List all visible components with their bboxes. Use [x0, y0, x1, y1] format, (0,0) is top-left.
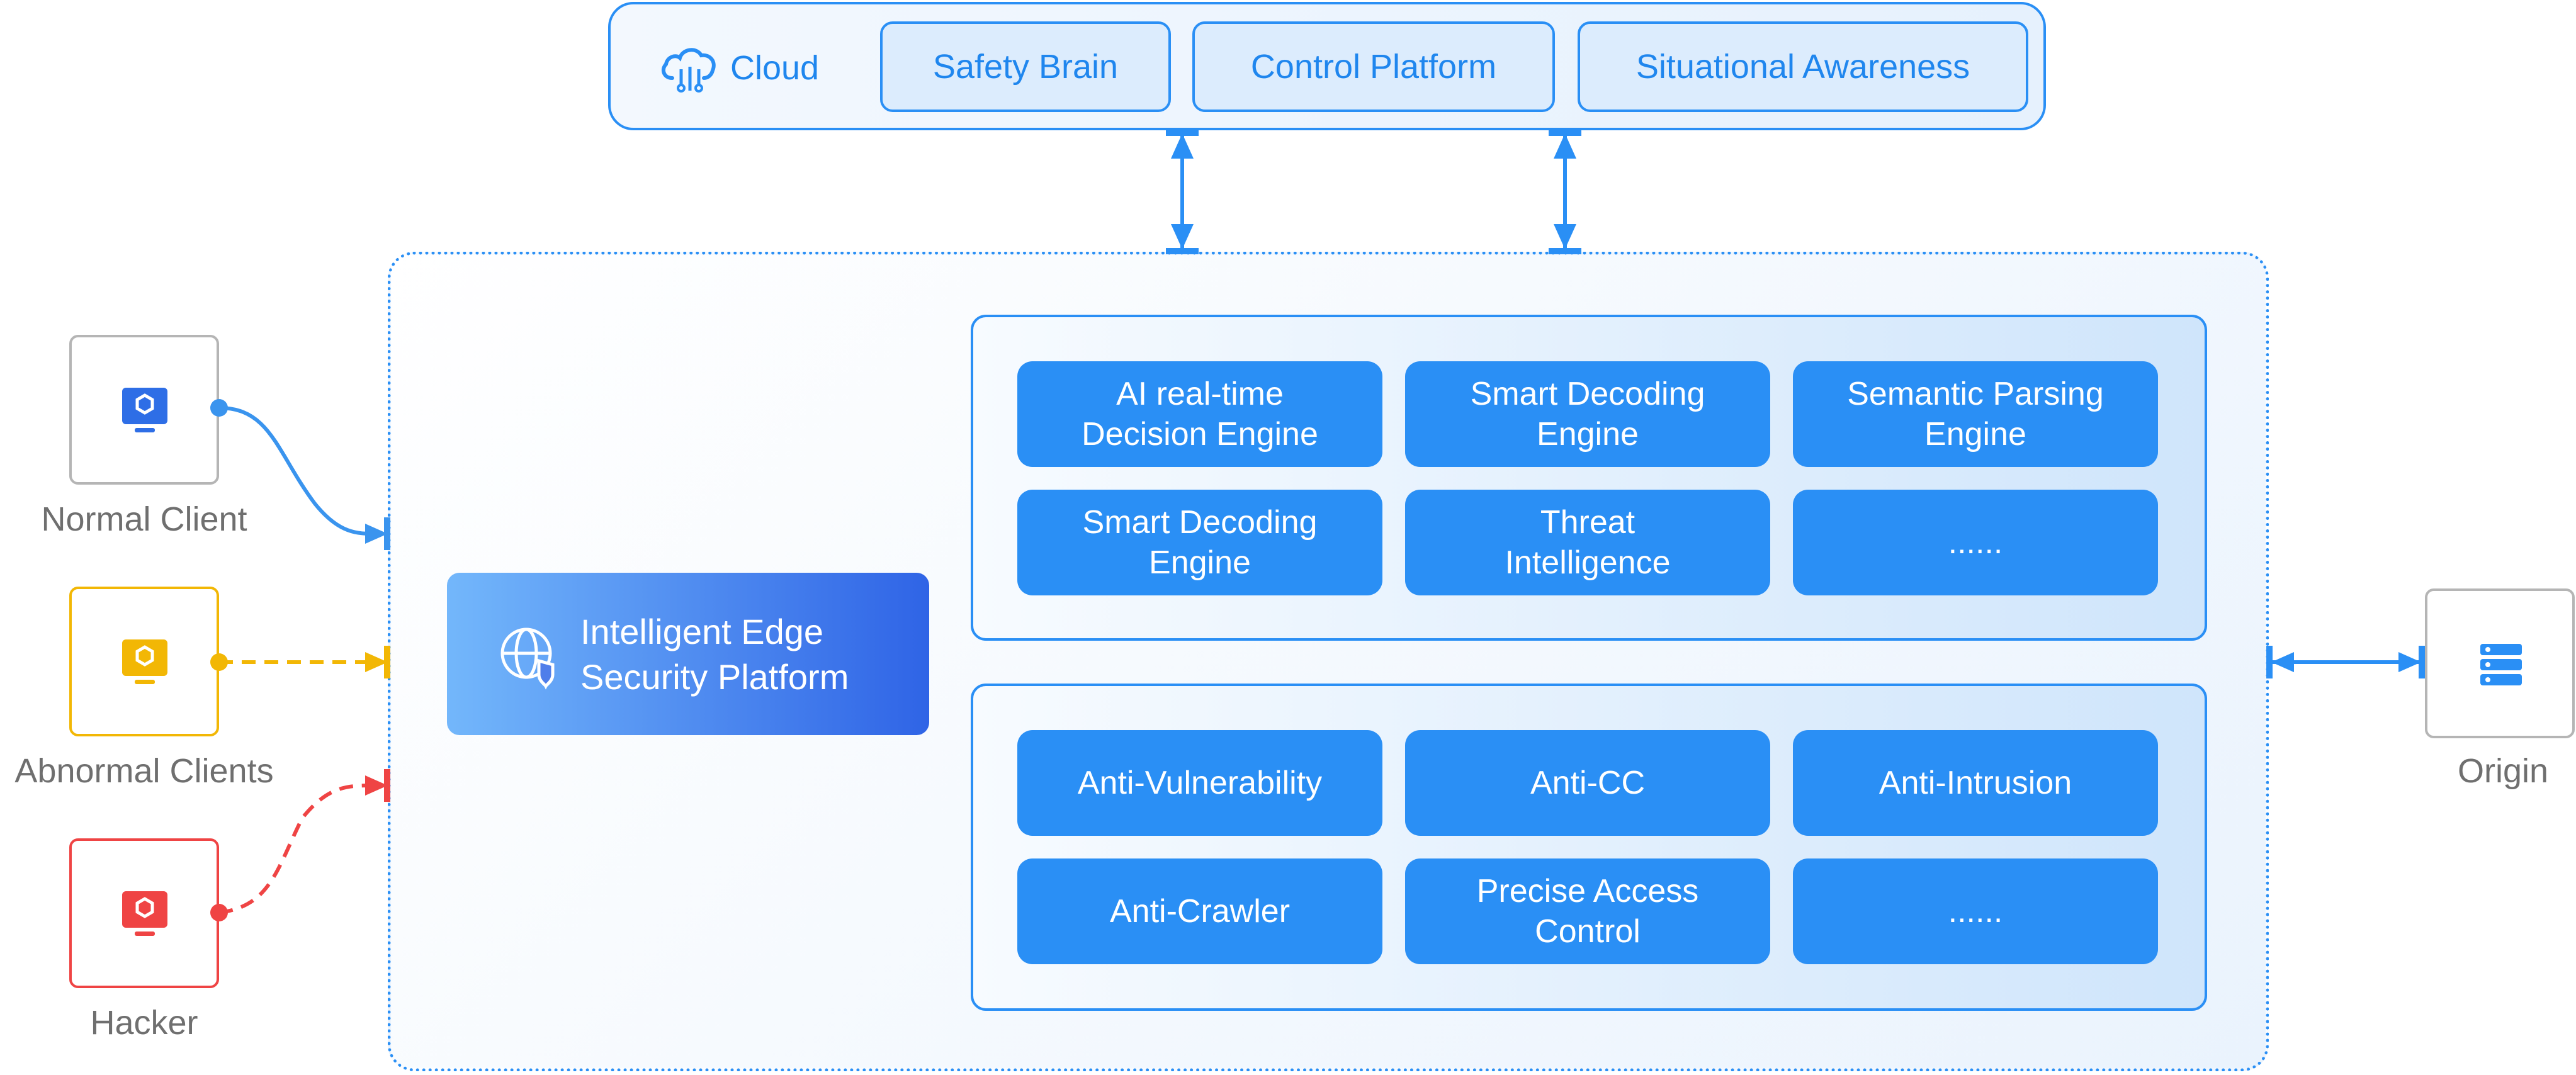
cloud-icon — [661, 48, 716, 93]
monitor-icon — [122, 639, 167, 684]
engine-smart-decoding-1: Smart Decoding Engine — [1405, 361, 1770, 467]
hacker-label: Hacker — [90, 1004, 198, 1042]
hacker-connector — [210, 769, 390, 921]
origin-box — [2425, 588, 2575, 738]
protection-more: ...... — [1793, 858, 2158, 964]
engine-smart-decoding-2: Smart Decoding Engine — [1017, 490, 1382, 595]
cloud-item-situational-awareness: Situational Awareness — [1578, 21, 2028, 112]
cloud-item-control-platform: Control Platform — [1192, 21, 1555, 112]
engine-threat-intelligence: Threat Intelligence — [1405, 490, 1770, 595]
origin-label: Origin — [2457, 752, 2549, 790]
cloud-item-safety-brain: Safety Brain — [880, 21, 1171, 112]
protection-anti-vulnerability: Anti-Vulnerability — [1017, 730, 1382, 836]
globe-shield-icon — [500, 628, 555, 690]
platform-box: Intelligent Edge Security Platform — [447, 573, 929, 735]
engine-more: ...... — [1793, 490, 2158, 595]
protection-anti-intrusion: Anti-Intrusion — [1793, 730, 2158, 836]
monitor-icon — [122, 388, 167, 432]
normal-client-connector — [210, 399, 390, 550]
protection-anti-cc: Anti-CC — [1405, 730, 1770, 836]
engine-semantic-parsing: Semantic Parsing Engine — [1793, 361, 2158, 467]
cloud-link-left-arrow — [1166, 130, 1199, 254]
platform-title: Intelligent Edge Security Platform — [580, 612, 849, 697]
monitor-icon — [122, 891, 167, 936]
engine-ai-decision: AI real-time Decision Engine — [1017, 361, 1382, 467]
cloud-link-right-arrow — [1549, 130, 1581, 254]
cloud-label: Cloud — [730, 49, 820, 87]
server-icon — [2480, 644, 2522, 685]
protection-precise-access-control: Precise Access Control — [1405, 858, 1770, 964]
origin-connector — [2266, 646, 2425, 678]
abnormal-client-connector — [210, 646, 390, 678]
abnormal-client-label: Abnormal Clients — [14, 752, 274, 790]
abnormal-client-box — [69, 587, 219, 736]
protection-anti-crawler: Anti-Crawler — [1017, 858, 1382, 964]
normal-client-box — [69, 335, 219, 485]
normal-client-label: Normal Client — [41, 500, 247, 538]
